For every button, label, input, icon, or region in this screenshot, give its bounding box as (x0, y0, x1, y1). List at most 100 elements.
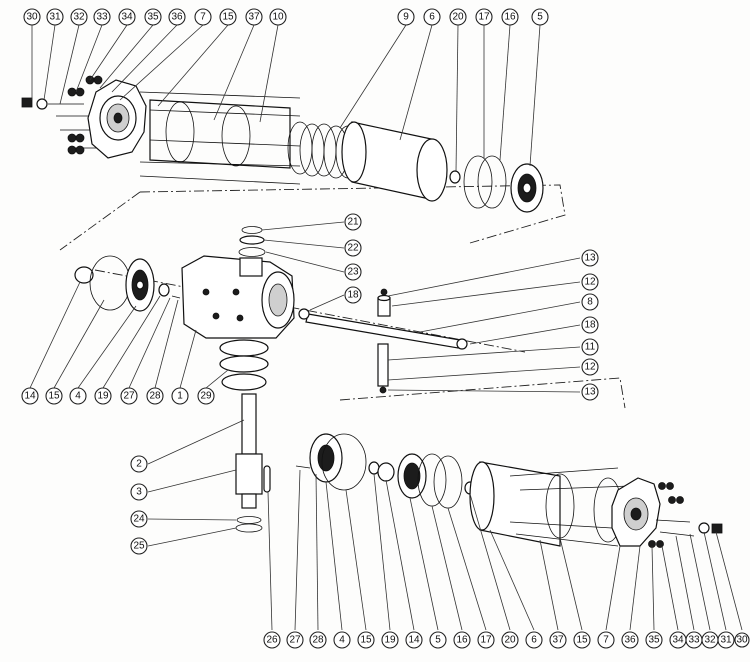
callout: 13 (581, 249, 599, 267)
callout: 29 (197, 387, 215, 405)
callout: 9 (397, 8, 415, 26)
callout: 6 (423, 8, 441, 26)
callout: 19 (381, 631, 399, 649)
middle-assembly (74, 226, 468, 394)
callout: 34 (118, 8, 136, 26)
callout: 1 (171, 387, 189, 405)
svg-text:5: 5 (537, 12, 543, 23)
svg-text:20: 20 (452, 12, 464, 23)
svg-text:23: 23 (347, 267, 359, 278)
svg-text:14: 14 (24, 391, 36, 402)
svg-text:32: 32 (73, 12, 85, 23)
svg-text:15: 15 (576, 635, 588, 646)
svg-text:4: 4 (339, 635, 345, 646)
svg-text:27: 27 (123, 391, 135, 402)
callout: 20 (501, 631, 519, 649)
svg-text:2: 2 (136, 459, 142, 470)
svg-text:34: 34 (672, 635, 684, 646)
svg-text:24: 24 (133, 514, 145, 525)
callout: 25 (130, 537, 148, 555)
top-fasteners (21, 75, 103, 155)
callout: 22 (344, 239, 362, 257)
callout: 32 (701, 631, 719, 649)
svg-text:11: 11 (585, 342, 596, 353)
svg-text:25: 25 (133, 541, 145, 552)
svg-text:6: 6 (531, 635, 537, 646)
svg-text:19: 19 (97, 391, 109, 402)
callout: 36 (168, 8, 186, 26)
svg-text:28: 28 (149, 391, 161, 402)
callout: 4 (69, 387, 87, 405)
callout: 28 (309, 631, 327, 649)
svg-text:35: 35 (147, 12, 159, 23)
svg-text:5: 5 (435, 635, 441, 646)
callout: 5 (429, 631, 447, 649)
callout: 14 (405, 631, 423, 649)
callout: 5 (531, 8, 549, 26)
callouts-middle: 21 22 23 18 (344, 213, 362, 304)
callout: 11 (581, 338, 599, 356)
svg-text:10: 10 (272, 12, 284, 23)
callout: 12 (581, 358, 599, 376)
callouts-bottom: 26 27 28 4 15 19 14 5 16 17 20 6 37 15 7… (263, 631, 750, 649)
callout: 33 (93, 8, 111, 26)
callout: 35 (144, 8, 162, 26)
svg-text:31: 31 (49, 12, 61, 23)
callout: 27 (120, 387, 138, 405)
svg-text:15: 15 (222, 12, 234, 23)
callout: 19 (94, 387, 112, 405)
svg-text:17: 17 (480, 635, 492, 646)
svg-text:13: 13 (584, 253, 596, 264)
callout: 16 (453, 631, 471, 649)
callouts-stem: 2 3 24 25 (130, 455, 148, 555)
svg-text:12: 12 (584, 362, 596, 373)
svg-text:7: 7 (603, 635, 609, 646)
callout: 37 (245, 8, 263, 26)
svg-text:14: 14 (408, 635, 420, 646)
svg-text:1: 1 (177, 391, 183, 402)
svg-text:13: 13 (584, 387, 596, 398)
svg-text:12: 12 (584, 277, 596, 288)
callout: 28 (146, 387, 164, 405)
svg-text:35: 35 (648, 635, 660, 646)
svg-text:21: 21 (347, 217, 359, 228)
callout: 3 (130, 483, 148, 501)
callout: 13 (581, 383, 599, 401)
callout: 34 (669, 631, 687, 649)
callout: 10 (269, 8, 287, 26)
callout: 15 (45, 387, 63, 405)
svg-text:36: 36 (171, 12, 183, 23)
bottom-assembly (295, 433, 723, 548)
callout: 30 (734, 632, 750, 648)
callout: 16 (501, 8, 519, 26)
callout: 27 (286, 631, 304, 649)
svg-text:34: 34 (121, 12, 133, 23)
callout: 30 (23, 8, 41, 26)
callout: 26 (263, 631, 281, 649)
svg-text:30: 30 (736, 635, 748, 646)
callout: 36 (621, 631, 639, 649)
svg-text:16: 16 (504, 12, 516, 23)
callout: 7 (597, 631, 615, 649)
svg-text:33: 33 (96, 12, 108, 23)
svg-text:4: 4 (75, 391, 81, 402)
svg-text:20: 20 (504, 635, 516, 646)
callout: 20 (449, 8, 467, 26)
callout: 6 (525, 631, 543, 649)
callout: 15 (573, 631, 591, 649)
svg-text:30: 30 (26, 12, 38, 23)
callout: 14 (21, 387, 39, 405)
callout: 32 (70, 8, 88, 26)
callout: 37 (549, 631, 567, 649)
svg-text:33: 33 (688, 635, 700, 646)
svg-text:18: 18 (347, 290, 359, 301)
callout: 18 (344, 286, 362, 304)
callout: 35 (645, 631, 663, 649)
svg-text:27: 27 (289, 635, 301, 646)
svg-text:3: 3 (136, 487, 142, 498)
svg-text:28: 28 (312, 635, 324, 646)
callout: 33 (685, 631, 703, 649)
callouts-left-bottom: 14 15 4 19 27 28 1 29 (21, 387, 215, 405)
